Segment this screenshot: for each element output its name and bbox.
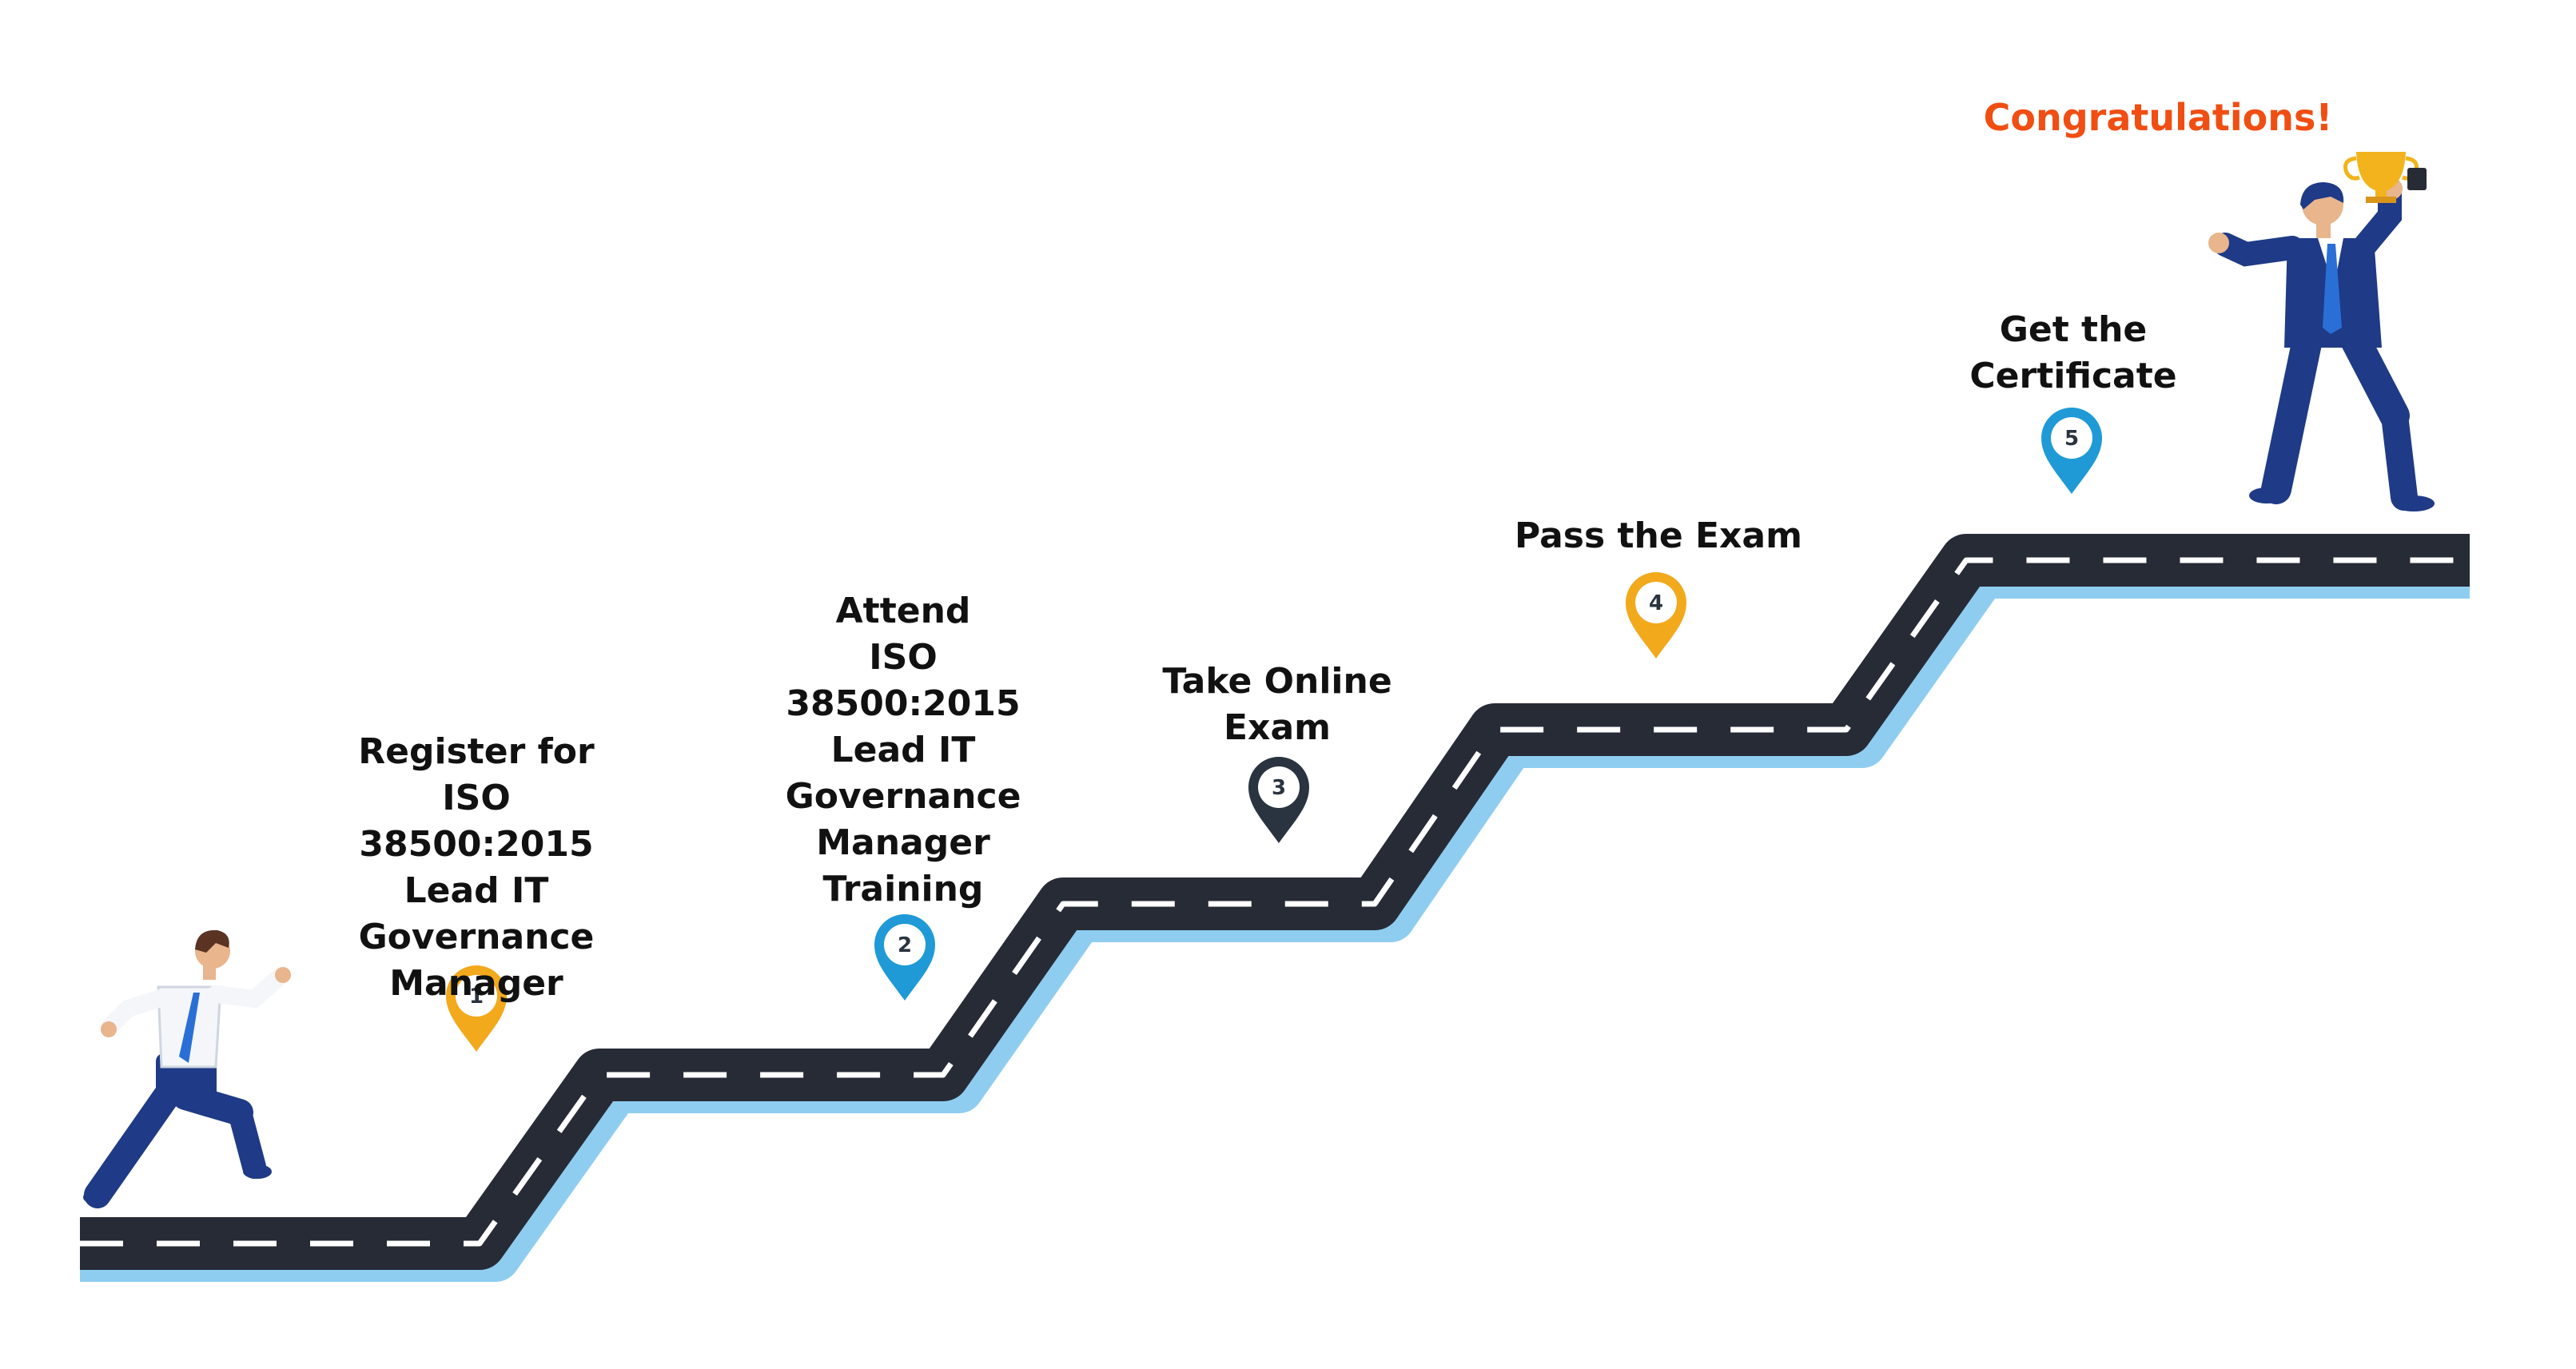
trophy-businessman-illustration xyxy=(2208,152,2435,511)
step-1-pin: 1 xyxy=(446,965,507,1052)
step-5-label: Get the Certificate xyxy=(1969,309,2177,396)
congratulations-text: Congratulations! xyxy=(1983,96,2333,139)
step-4-number: 4 xyxy=(1649,591,1663,615)
step-3-label: Take Online Exam xyxy=(1162,661,1392,748)
step-4-label: Pass the Exam xyxy=(1515,515,1802,556)
step-3-number: 3 xyxy=(1272,776,1286,800)
step-2-number: 2 xyxy=(898,933,912,957)
step-5-pin: 5 xyxy=(2041,408,2102,494)
step-4-pin: 4 xyxy=(1626,572,1686,659)
step-1-number: 1 xyxy=(469,985,484,1009)
step-5-number: 5 xyxy=(2064,427,2079,451)
step-1-label: Register for ISO 38500:2015 Lead IT Gove… xyxy=(358,731,595,1004)
running-businessman-illustration xyxy=(83,929,291,1208)
road-dashes xyxy=(80,557,2470,1247)
step-2-pin: 2 xyxy=(874,914,935,1001)
step-2-label: Attend ISO 38500:2015 Lead IT Governance… xyxy=(785,591,1021,909)
step-3-pin: 3 xyxy=(1248,757,1309,843)
